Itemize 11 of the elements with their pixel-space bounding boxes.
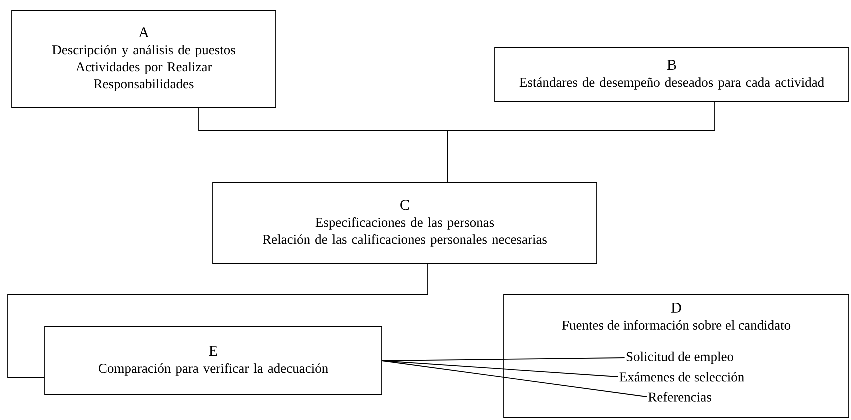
connector-line [448, 102, 716, 183]
connector-line [8, 264, 428, 378]
item-text: Solicitud de empleo [626, 352, 734, 364]
process-box: E Comparación para verificar la adecuación [44, 326, 382, 396]
process-box: A Descripción y análisis de puestos Actividades por Realizar Responsabilidades [12, 10, 276, 108]
connector-line [382, 360, 648, 398]
item-text: Referencias [648, 392, 712, 402]
process-box: B Estándares de desempeño deseados para cada actividad [494, 48, 850, 102]
process-box: C Especificaciones de las personas Relación de las calificaciones personales necesarias [212, 182, 598, 264]
connector-line [382, 360, 619, 378]
item-text: Exámenes de selección [620, 372, 744, 382]
